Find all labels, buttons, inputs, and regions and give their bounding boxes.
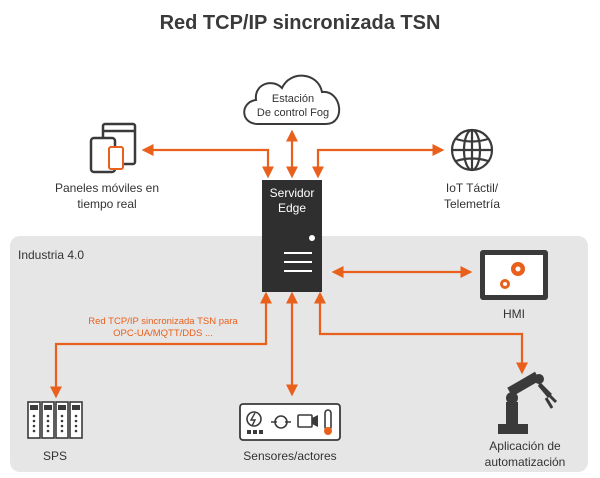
zone-label: Industria 4.0 bbox=[18, 248, 85, 262]
connection-arrows bbox=[49, 129, 529, 399]
iot-label: IoT Táctil/ Telemetría bbox=[420, 180, 524, 212]
network-note-line1: Red TCP/IP sincronizada TSN para bbox=[88, 316, 238, 327]
server-label-line1: Servidor bbox=[269, 186, 315, 200]
arrow-server-iot bbox=[311, 143, 445, 179]
arrow-server-mobile bbox=[141, 143, 275, 179]
hmi-label: HMI bbox=[503, 307, 525, 321]
network-note: Red TCP/IP sincronizada TSN para OPC-UA/… bbox=[58, 316, 268, 340]
iot-label-line1: IoT Táctil/ bbox=[445, 181, 499, 195]
page-title: Red TCP/IP sincronizada TSN bbox=[159, 12, 441, 34]
server-label-line2: Edge bbox=[277, 201, 307, 215]
sensors-label: Sensores/actores bbox=[243, 449, 337, 463]
sps-label: SPS bbox=[42, 449, 67, 463]
globe-icon bbox=[450, 128, 494, 172]
mobile-devices-icon bbox=[89, 122, 137, 174]
cloud-label: Estación De control Fog bbox=[238, 92, 348, 120]
robot-label: Aplicación de automatización bbox=[460, 438, 590, 470]
arrow-server-sps bbox=[49, 291, 273, 399]
network-note-line2: OPC-UA/MQTT/DDS ... bbox=[113, 328, 213, 339]
cloud-icon bbox=[243, 74, 341, 125]
mobile-label-line2: tiempo real bbox=[77, 197, 137, 211]
plc-modules-icon bbox=[27, 401, 83, 439]
cloud-label-line2: De control Fog bbox=[256, 107, 330, 119]
hmi-screen-icon bbox=[480, 250, 548, 300]
robot-arm-icon bbox=[498, 371, 558, 434]
sensors-icon bbox=[239, 403, 341, 441]
arrow-server-robot bbox=[313, 291, 529, 375]
robot-label-line2: automatización bbox=[484, 455, 566, 469]
server-label: Servidor Edge bbox=[262, 186, 322, 216]
server-icon bbox=[262, 180, 322, 292]
cloud-label-line1: Estación bbox=[271, 93, 315, 105]
iot-label-line2: Telemetría bbox=[443, 197, 501, 211]
robot-label-line1: Aplicación de bbox=[489, 439, 561, 453]
mobile-label: Paneles móviles en tiempo real bbox=[42, 180, 172, 212]
mobile-label-line1: Paneles móviles en bbox=[54, 181, 160, 195]
